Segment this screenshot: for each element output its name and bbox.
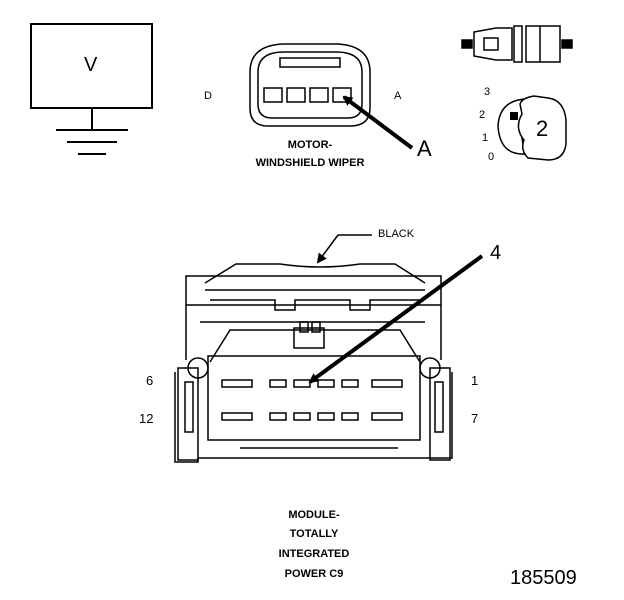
voltmeter-symbol	[30, 23, 153, 155]
figure-number: 185509	[510, 567, 577, 589]
black-label-arrow	[316, 234, 339, 264]
pin-12-label: 12	[139, 411, 154, 426]
wiper-connector-drawing	[249, 43, 371, 127]
pin-6-label: 6	[146, 373, 154, 388]
probe-position-selector	[497, 95, 567, 161]
module-title-line4: POWER C9	[284, 568, 344, 580]
module-title-line1: MODULE-	[288, 509, 340, 521]
terminal-probe-icon	[461, 25, 573, 63]
module-connector-drawing	[174, 263, 453, 463]
wiper-pin-d-label: D	[204, 90, 212, 102]
probe-position-2: 2	[479, 109, 486, 121]
module-title-line3: INTEGRATED	[278, 548, 350, 560]
voltmeter-label: V	[84, 54, 98, 76]
probe-position-3: 3	[484, 86, 491, 98]
probe-selected-position: 2	[536, 116, 549, 141]
wiper-connector-title-line1: MOTOR-	[287, 139, 333, 151]
pin-7-label: 7	[471, 411, 479, 426]
connector-color-label: BLACK	[378, 228, 415, 240]
cavity-4-arrow	[308, 254, 484, 384]
wiper-connector-title-line2: WINDSHIELD WIPER	[255, 157, 365, 169]
wiper-pin-a-label: A	[394, 90, 402, 102]
pin-a-arrow	[342, 95, 414, 150]
module-title-line2: TOTALLY	[289, 528, 339, 540]
probe-position-0: 0	[488, 151, 495, 163]
wiper-callout-label: A	[417, 136, 432, 161]
pin-1-label: 1	[471, 373, 479, 388]
probe-position-1: 1	[482, 132, 489, 144]
cavity-callout-label: 4	[490, 242, 502, 264]
